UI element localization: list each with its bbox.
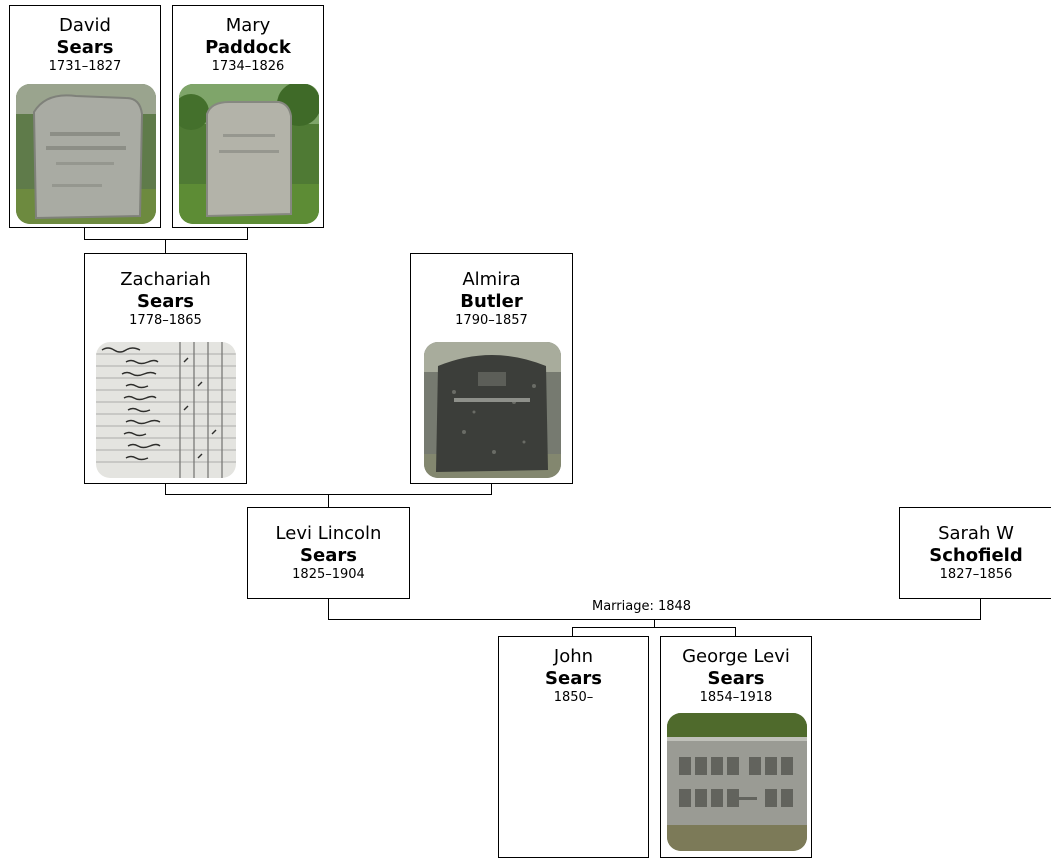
- given-name: George Levi: [682, 646, 790, 667]
- life-dates: 1731–1827: [48, 59, 122, 74]
- life-dates: 1734–1826: [211, 59, 285, 74]
- grave-marker-photo[interactable]: [667, 713, 807, 851]
- given-name: Mary: [225, 15, 271, 36]
- life-dates: 1790–1857: [455, 313, 528, 328]
- life-dates: 1827–1856: [939, 567, 1013, 582]
- person-card-john-sears[interactable]: John Sears 1850–: [498, 636, 649, 858]
- census-record-photo[interactable]: [96, 342, 236, 478]
- person-card-levi-lincoln-sears[interactable]: Levi Lincoln Sears 1825–1904: [247, 507, 410, 599]
- connector-line: [84, 228, 85, 240]
- life-dates: 1825–1904: [292, 567, 365, 582]
- given-name: John: [553, 646, 594, 667]
- person-card-sarah-w-schofield[interactable]: Sarah W Schofield 1827–1856: [899, 507, 1051, 599]
- headstone-photo[interactable]: [16, 84, 156, 224]
- connector-line: [980, 599, 981, 620]
- given-name: Sarah W: [938, 523, 1014, 544]
- surname: Sears: [300, 545, 357, 566]
- surname: Sears: [707, 668, 765, 689]
- surname: Schofield: [929, 545, 1023, 566]
- life-dates: 1850–: [553, 690, 594, 705]
- marriage-label: Marriage: 1848: [591, 599, 693, 614]
- connector-line: [572, 627, 736, 628]
- person-card-mary-paddock[interactable]: Mary Paddock 1734–1826: [172, 5, 324, 228]
- person-card-almira-butler[interactable]: Almira Butler 1790–1857: [410, 253, 573, 484]
- surname: Sears: [56, 37, 114, 58]
- given-name: Almira: [462, 269, 521, 290]
- given-name: Zachariah: [120, 269, 211, 290]
- connector-line: [735, 627, 736, 636]
- surname: Butler: [460, 291, 523, 312]
- headstone-photo[interactable]: [424, 342, 561, 478]
- connector-line: [328, 599, 329, 620]
- surname: Sears: [545, 668, 602, 689]
- connector-line: [491, 484, 492, 495]
- person-card-george-levi-sears[interactable]: George Levi Sears 1854–1918: [660, 636, 812, 858]
- given-name: Levi Lincoln: [275, 523, 382, 544]
- headstone-photo[interactable]: [179, 84, 319, 224]
- surname: Sears: [137, 291, 194, 312]
- person-card-david-sears[interactable]: David Sears 1731–1827: [9, 5, 161, 228]
- connector-line: [328, 494, 329, 507]
- surname: Paddock: [205, 37, 291, 58]
- connector-line: [572, 627, 573, 636]
- connector-line: [165, 484, 166, 495]
- connector-line: [654, 619, 655, 628]
- connector-line: [247, 228, 248, 240]
- life-dates: 1778–1865: [129, 313, 202, 328]
- connector-line: [84, 239, 248, 240]
- person-card-zachariah-sears[interactable]: Zachariah Sears 1778–1865: [84, 253, 247, 484]
- life-dates: 1854–1918: [699, 690, 773, 705]
- given-name: David: [59, 15, 111, 36]
- connector-line: [165, 239, 166, 253]
